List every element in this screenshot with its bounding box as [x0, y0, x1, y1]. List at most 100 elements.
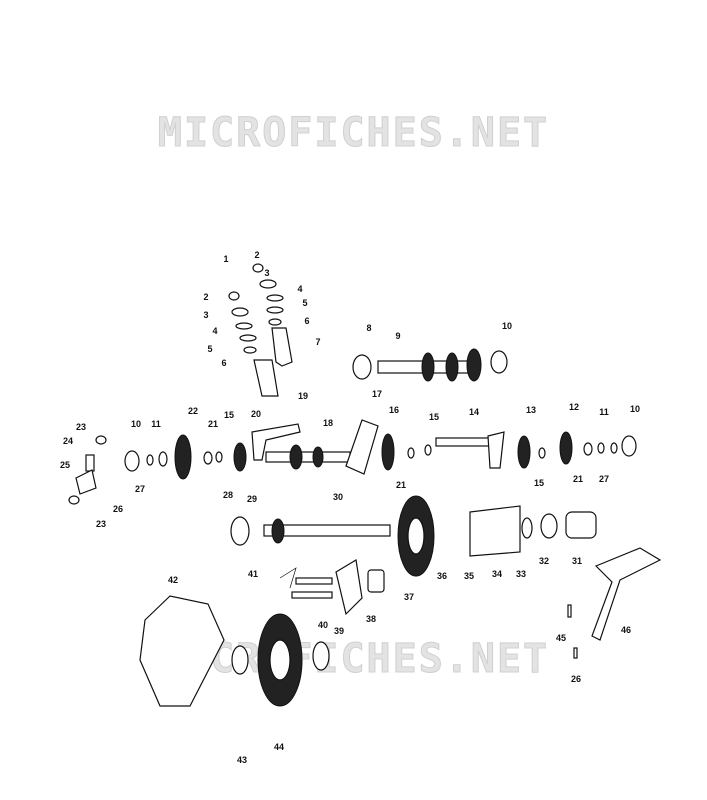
part-gear-13	[517, 435, 531, 469]
callout-21: 21	[396, 480, 406, 490]
part-gear-44-hub	[269, 639, 291, 681]
callout-4: 4	[297, 284, 302, 294]
part-gear-18b	[312, 446, 324, 468]
middle-shaft-assembly	[124, 419, 637, 480]
callout-15: 15	[224, 410, 234, 420]
callout-10: 10	[502, 321, 512, 331]
part-ring-4	[266, 294, 284, 302]
part-washer-21-left	[203, 451, 213, 465]
part-spring-24	[85, 454, 95, 472]
upper-shaft-assembly	[352, 348, 508, 382]
callout-15: 15	[429, 412, 439, 422]
part-nut-2	[228, 291, 240, 301]
part-shaft-30	[263, 524, 391, 537]
part-bearing-32	[540, 513, 558, 539]
callout-32: 32	[539, 556, 549, 566]
callout-45: 45	[556, 633, 566, 643]
callout-22: 22	[188, 406, 198, 416]
callout-21: 21	[573, 474, 583, 484]
callout-38: 38	[366, 614, 376, 624]
part-gear-37-hub	[407, 517, 425, 555]
lever-assembly	[567, 547, 662, 659]
callout-7: 7	[315, 337, 320, 347]
part-nut-1	[252, 263, 264, 273]
part-belt-42	[139, 595, 225, 707]
part-gear-9a	[421, 352, 435, 382]
callout-35: 35	[464, 571, 474, 581]
callout-37: 37	[404, 592, 414, 602]
callout-3: 3	[264, 268, 269, 278]
part-ring-5	[266, 306, 284, 314]
part-bearing-29	[230, 516, 250, 546]
part-clip-15-right	[538, 447, 546, 459]
callout-17: 17	[372, 389, 382, 399]
part-cap-23-bottom	[68, 495, 80, 505]
callout-44: 44	[274, 742, 284, 752]
callout-21: 21	[208, 419, 218, 429]
part-lever-25	[75, 469, 97, 495]
callout-14: 14	[469, 407, 479, 417]
part-washer-21-right	[583, 442, 593, 456]
part-bearing-43-left	[231, 645, 249, 675]
part-washer-21-mid	[407, 447, 415, 459]
callout-1: 1	[223, 254, 228, 264]
callout-24: 24	[63, 436, 73, 446]
callout-27: 27	[135, 484, 145, 494]
part-bearing-10-right	[621, 435, 637, 457]
callout-16: 16	[389, 405, 399, 415]
part-bearing-43-right	[312, 641, 330, 671]
part-gear-22	[174, 434, 192, 480]
callout-3: 3	[203, 310, 208, 320]
callout-9: 9	[395, 331, 400, 341]
callout-26: 26	[571, 674, 581, 684]
part-gear-30	[271, 518, 285, 544]
callout-41: 41	[248, 569, 258, 579]
callout-5: 5	[207, 344, 212, 354]
part-hub-31	[565, 511, 597, 539]
drive-assembly	[139, 559, 385, 707]
part-cap-23-top	[95, 435, 107, 445]
callout-5: 5	[302, 298, 307, 308]
callout-46: 46	[621, 625, 631, 635]
callout-6: 6	[304, 316, 309, 326]
callout-23: 23	[76, 422, 86, 432]
callout-42: 42	[168, 575, 178, 585]
part-plate-34	[469, 505, 521, 557]
part-fork-20	[253, 359, 279, 397]
callout-20: 20	[251, 409, 261, 419]
callout-27: 27	[599, 474, 609, 484]
callout-6: 6	[221, 358, 226, 368]
callout-30: 30	[333, 492, 343, 502]
callout-12: 12	[569, 402, 579, 412]
part-fork-14	[487, 431, 505, 469]
callout-34: 34	[492, 569, 502, 579]
callout-11: 11	[599, 407, 609, 417]
part-shaft-18	[265, 451, 351, 463]
callout-10: 10	[131, 419, 141, 429]
callout-2: 2	[254, 250, 259, 260]
shift-fork-assembly	[228, 263, 293, 397]
callout-26: 26	[113, 504, 123, 514]
part-clip-27-right	[610, 442, 618, 454]
part-gear-9b	[445, 352, 459, 382]
watermark-top: MICROFICHES.NET	[157, 110, 550, 157]
callout-36: 36	[437, 571, 447, 581]
callout-23: 23	[96, 519, 106, 529]
callout-10: 10	[630, 404, 640, 414]
callout-4: 4	[212, 326, 217, 336]
callout-40: 40	[318, 620, 328, 630]
part-ring-6b	[243, 346, 257, 354]
lower-shaft-assembly	[230, 495, 597, 577]
part-spring-41	[279, 567, 297, 589]
callout-2: 2	[203, 292, 208, 302]
part-ring-4b	[235, 322, 253, 330]
part-gear-9c	[466, 348, 482, 382]
part-bolt-45	[567, 604, 572, 618]
part-bearing-10-left	[124, 450, 140, 472]
callout-18: 18	[323, 418, 333, 428]
callout-31: 31	[572, 556, 582, 566]
callout-29: 29	[247, 494, 257, 504]
